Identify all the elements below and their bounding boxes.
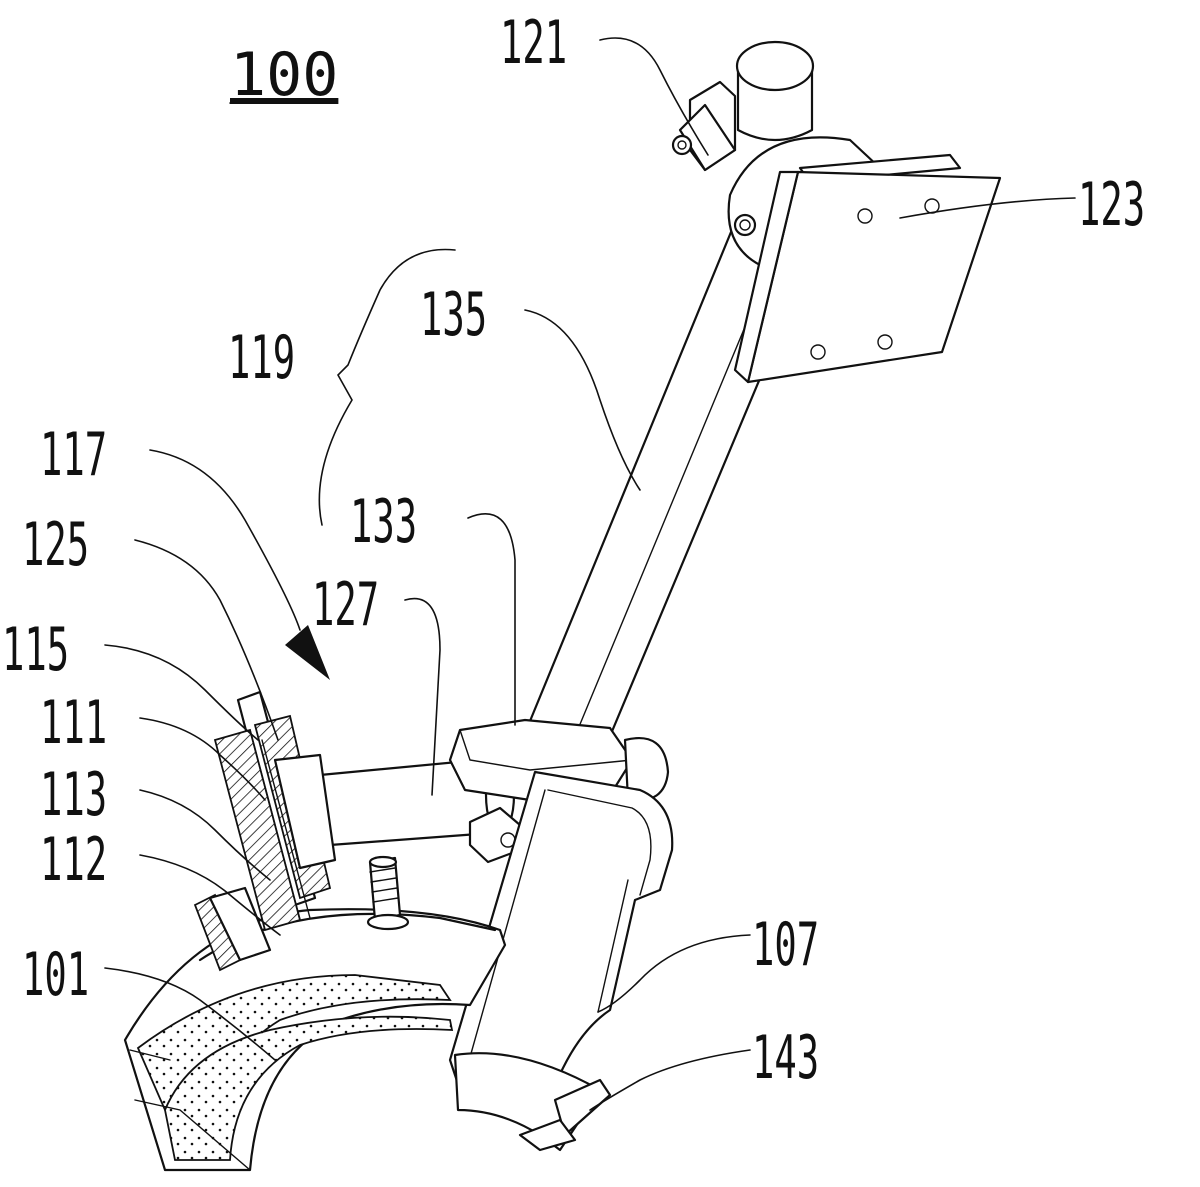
- ref-label-135: 135: [420, 280, 487, 350]
- leader-121: [599, 37, 709, 156]
- hose-connector: [366, 855, 410, 931]
- flange-stack: [213, 690, 337, 932]
- ref-label-115: 115: [2, 615, 69, 685]
- ref-label-133: 133: [350, 487, 417, 557]
- ref-label-111: 111: [40, 688, 107, 758]
- leader-111: [139, 717, 266, 801]
- ref-label-119: 119: [228, 323, 295, 393]
- leader-135: [524, 309, 641, 491]
- leader-125: [134, 539, 279, 741]
- leader-127: [404, 597, 441, 796]
- ref-label-143: 143: [752, 1023, 819, 1093]
- leader-113: [139, 789, 271, 881]
- leader-lines: [104, 37, 1076, 1111]
- ref-label-121: 121: [500, 8, 567, 78]
- figure-label: 100: [230, 40, 338, 110]
- ref-label-125: 125: [22, 510, 89, 580]
- ref-label-107: 107: [752, 910, 819, 980]
- top-clamp: [671, 40, 815, 172]
- leader-115: [104, 644, 259, 741]
- reference-labels: 100 121 123 135 119 117 133 125 127 115 …: [2, 8, 1145, 1093]
- bottom-clip: [518, 1078, 612, 1152]
- ref-label-101: 101: [22, 940, 89, 1010]
- leader-101: [104, 967, 276, 1061]
- ref-label-112: 112: [40, 825, 107, 895]
- leader-143: [589, 1049, 751, 1111]
- direction-arrow: [285, 625, 330, 680]
- leader-112: [139, 854, 281, 936]
- leader-133: [467, 513, 516, 726]
- leader-107: [597, 934, 751, 1013]
- leader-123: [899, 197, 1076, 219]
- ref-label-123: 123: [1078, 170, 1145, 240]
- mask-body: [123, 908, 507, 1172]
- ref-label-127: 127: [312, 570, 379, 640]
- ref-label-113: 113: [40, 760, 107, 830]
- mounting-plate: [733, 153, 1002, 384]
- leader-117: [149, 449, 301, 631]
- ref-label-117: 117: [40, 420, 107, 490]
- leader-119: [318, 248, 456, 526]
- left-side-bracket: [193, 886, 272, 972]
